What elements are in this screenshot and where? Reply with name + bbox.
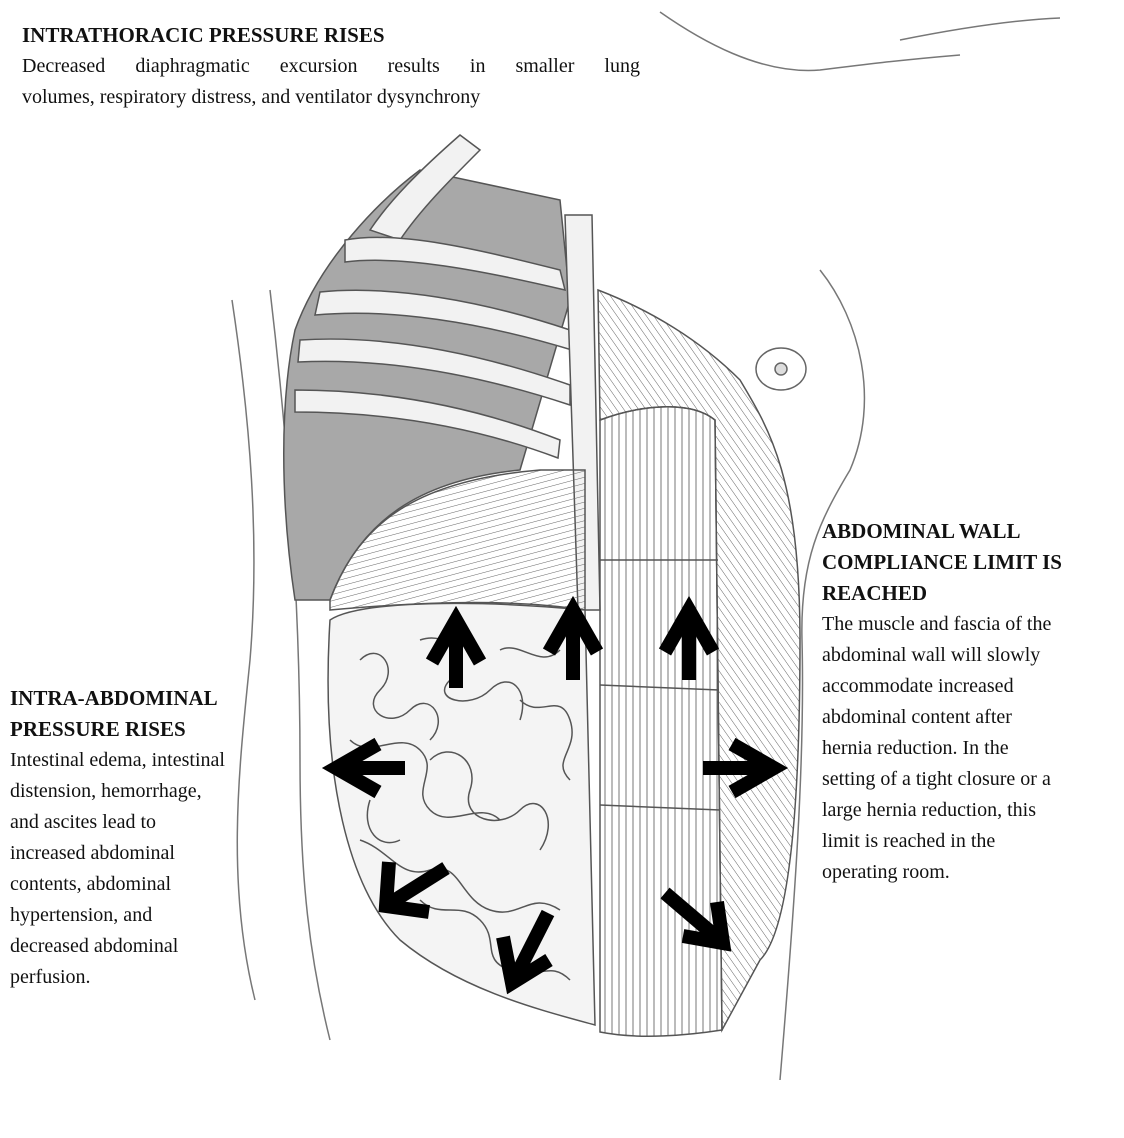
abdominal-wall-label: ABDOMINAL WALL COMPLIANCE LIMIT IS REACH…	[822, 516, 1124, 888]
intra-abdominal-heading-line: PRESSURE RISES	[10, 714, 300, 745]
abdominal-wall-body-line: large hernia reduction, this	[822, 795, 1124, 826]
intrathoracic-label: INTRATHORACIC PRESSURE RISES Decreased d…	[22, 20, 662, 113]
abdominal-wall-heading-line: ABDOMINAL WALL	[822, 516, 1124, 547]
abdominal-wall-heading-line: COMPLIANCE LIMIT IS	[822, 547, 1124, 578]
abdominal-wall-body-line: The muscle and fascia of the	[822, 609, 1124, 640]
intra-abdominal-body-line: perfusion.	[10, 962, 300, 993]
abdominal-wall-body-line: abdominal content after	[822, 702, 1124, 733]
abdominal-wall-body-line: limit is reached in the	[822, 826, 1124, 857]
abdominal-wall-body-line: operating room.	[822, 857, 1124, 888]
intra-abdominal-body-line: decreased abdominal	[10, 931, 300, 962]
abdominal-wall-body-line: setting of a tight closure or a	[822, 764, 1124, 795]
intra-abdominal-heading-line: INTRA-ABDOMINAL	[10, 683, 300, 714]
intrathoracic-body: Decreased diaphragmatic excursion result…	[22, 51, 640, 113]
intra-abdominal-body-line: Intestinal edema, intestinal	[10, 745, 300, 776]
intra-abdominal-body-line: hypertension, and	[10, 900, 300, 931]
abdominal-wall-heading-line: REACHED	[822, 578, 1124, 609]
intra-abdominal-body-line: contents, abdominal	[10, 869, 300, 900]
intrathoracic-body-line: volumes, respiratory distress, and venti…	[22, 82, 640, 113]
nipple	[756, 348, 806, 390]
intra-abdominal-body-line: and ascites lead to	[10, 807, 300, 838]
intra-abdominal-body-line: distension, hemorrhage,	[10, 776, 300, 807]
abdominal-wall-body-line: abdominal wall will slowly	[822, 640, 1124, 671]
intrathoracic-body-line: Decreased diaphragmatic excursion result…	[22, 51, 640, 82]
abdominal-wall-body-line: accommodate increased	[822, 671, 1124, 702]
abdominal-wall-body: The muscle and fascia of the abdominal w…	[822, 609, 1124, 888]
intra-abdominal-body-line: increased abdominal	[10, 838, 300, 869]
intra-abdominal-body: Intestinal edema, intestinal distension,…	[10, 745, 300, 993]
abdominal-wall-body-line: hernia reduction. In the	[822, 733, 1124, 764]
intra-abdominal-label: INTRA-ABDOMINAL PRESSURE RISES Intestina…	[10, 683, 300, 993]
intrathoracic-heading: INTRATHORACIC PRESSURE RISES	[22, 20, 662, 51]
